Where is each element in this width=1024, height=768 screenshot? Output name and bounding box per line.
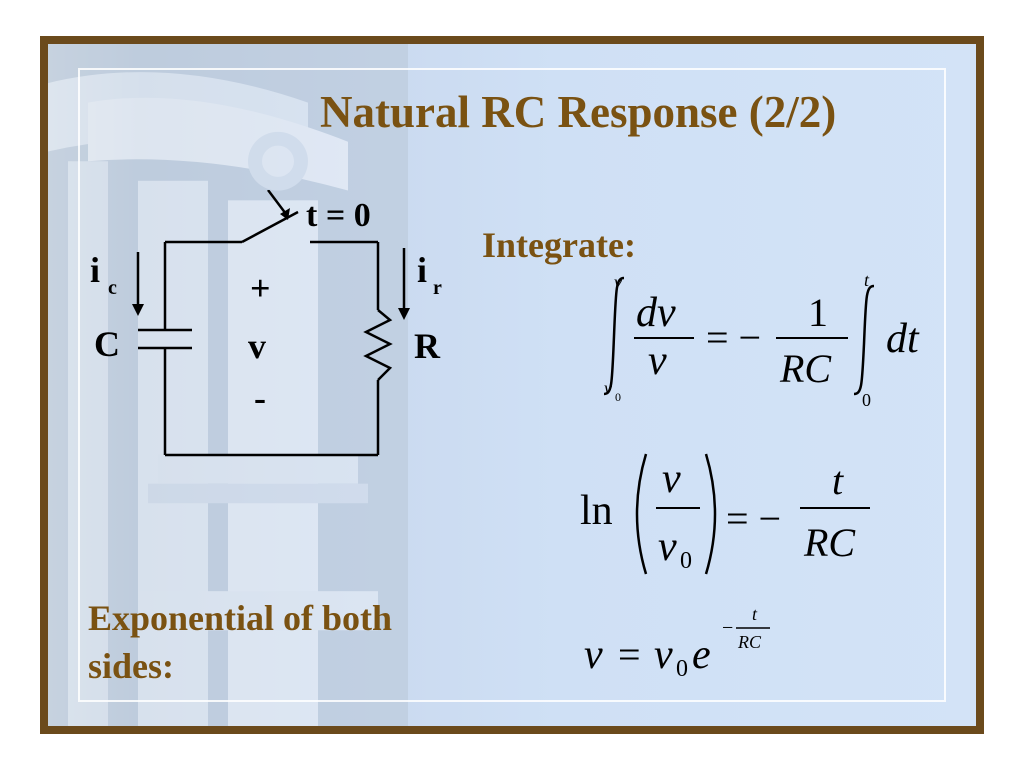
log-numerator: v [662, 456, 681, 502]
voltage-label: v [248, 326, 266, 366]
integral-sign-left [603, 276, 625, 396]
log-denominator-sub: 0 [680, 548, 692, 574]
ic-label: i [90, 250, 100, 290]
rhs-denominator: RC [803, 520, 856, 565]
eq3-base-e: e [692, 632, 711, 678]
equals-minus-1: = − [706, 315, 761, 360]
eq3-equals: = [618, 632, 641, 677]
ir-label: i [417, 250, 427, 290]
paren-left [635, 453, 648, 575]
integral-right-upper-limit: t [864, 270, 870, 290]
slide-frame [40, 36, 984, 734]
rhs-numerator: t [832, 458, 844, 503]
eq3-v0-sub: 0 [676, 656, 688, 682]
exponential-label: Exponential of both sides: [88, 594, 488, 690]
integral-sign-right [853, 284, 875, 396]
ir-subscript: r [433, 277, 442, 299]
capacitor-label: C [94, 324, 120, 364]
rc-circuit-diagram: t = 0 i c i r C + v - R [90, 190, 442, 457]
polarity-plus: + [250, 268, 271, 308]
integral-right-lower-limit: 0 [862, 390, 871, 410]
ln-function: ln [580, 488, 613, 534]
integral-left-lower-limit: v [604, 378, 612, 398]
eq3-exp-denominator: RC [737, 632, 762, 652]
fraction-right-denominator: RC [779, 346, 832, 391]
paren-right [704, 453, 717, 575]
column-background-image [48, 44, 408, 726]
eq3-lhs: v [584, 632, 603, 678]
log-denominator: v [658, 524, 677, 570]
exponential-label-line2: sides: [88, 646, 175, 686]
dt-term: dt [886, 316, 920, 362]
slide-title: Natural RC Response (2/2) [320, 87, 837, 137]
fraction-right-numerator: 1 [808, 290, 828, 335]
fraction-left-numerator: dv [636, 290, 676, 336]
switch-arrow-shaft [267, 190, 287, 215]
resistor-zigzag [363, 309, 393, 381]
eq3-exp-numerator: t [752, 604, 758, 624]
switch-label: t = 0 [306, 197, 371, 234]
switch-arrow-head [280, 208, 290, 220]
ic-subscript: c [108, 277, 117, 299]
equation-exponential: v = v 0 e − t RC [584, 604, 770, 682]
fraction-left-denominator: v [648, 338, 667, 384]
polarity-minus: - [254, 378, 266, 418]
integrate-label: Integrate: [482, 225, 636, 265]
ir-arrow-head [398, 308, 410, 320]
equation-log: ln v v 0 = − t RC [580, 453, 870, 575]
equation-integral: v v 0 dv v = − 1 RC t 0 dt [603, 270, 920, 410]
integral-left-lower-sub: 0 [615, 390, 621, 404]
eq3-exp-minus: − [722, 617, 733, 639]
equals-minus-2: = − [726, 496, 781, 541]
switch-blade [241, 210, 299, 244]
exponential-label-line1: Exponential of both [88, 598, 393, 638]
resistor-label: R [414, 326, 441, 366]
ic-arrow-head [132, 304, 144, 316]
eq3-v0: v [654, 632, 673, 678]
